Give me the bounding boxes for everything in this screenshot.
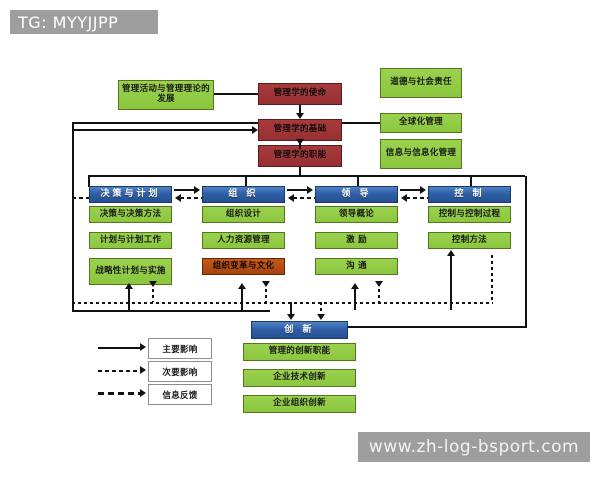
link-col3-col4-primary <box>400 189 422 191</box>
riser-col1-solid <box>128 288 130 310</box>
riser-col4-solid <box>450 255 452 310</box>
bus-branch-3 <box>357 175 359 187</box>
legend: 主要影响 次要影响 信息反馈 <box>96 338 212 406</box>
node-org-innovation[interactable]: 企业组织创新 <box>243 395 356 413</box>
link-col2-col1-feedback <box>180 197 202 199</box>
link-foundation-functions <box>299 141 301 149</box>
link-mission-foundation <box>299 105 301 115</box>
column-header-controlling[interactable]: 控 制 <box>428 186 511 203</box>
arrowhead-riser-col2 <box>238 283 246 289</box>
legend-label-feedback: 信息反馈 <box>148 384 212 405</box>
legend-label-secondary: 次要影响 <box>148 361 212 382</box>
link-col2-col3-primary <box>287 189 309 191</box>
node-context-ethics[interactable]: 道德与社会责任 <box>380 68 462 98</box>
arrowhead-col2-col3 <box>307 186 313 194</box>
watermark-top: TG: MYYJJPP <box>10 10 158 34</box>
node-leadership-intro[interactable]: 领导概论 <box>315 206 398 223</box>
legend-line-bold-dashed <box>98 392 140 395</box>
arrowhead-riser-col1 <box>125 283 133 289</box>
link-frame-foundation <box>72 129 256 131</box>
arrowhead-mission-foundation <box>296 113 304 119</box>
dropper-col3-secondary <box>378 283 380 302</box>
link-foundation-global <box>342 122 380 124</box>
legend-line-solid <box>98 347 140 349</box>
link-col1-col2-primary <box>174 189 196 191</box>
legend-arrowhead-bold <box>140 389 146 397</box>
node-org-change-culture[interactable]: 组织变革与文化 <box>202 258 285 275</box>
node-foundation[interactable]: 管理学的基础 <box>258 119 342 141</box>
arrowhead-frame-foundation <box>252 126 258 134</box>
riser-col2-solid <box>241 288 243 310</box>
node-planning-work[interactable]: 计划与计划工作 <box>89 232 172 249</box>
node-hr-management[interactable]: 人力资源管理 <box>202 232 285 249</box>
column-header-leading[interactable]: 领 导 <box>315 186 398 203</box>
column-header-organizing[interactable]: 组 织 <box>202 186 285 203</box>
bus-branch-2 <box>245 175 247 187</box>
node-strategic-planning[interactable]: 战略性计划与实施 <box>89 258 172 285</box>
watermark-bottom-url: www.zh-log-bsport.com <box>358 432 590 462</box>
link-bus-innovation-secondary <box>320 302 322 318</box>
frame-top-left-line <box>72 122 264 124</box>
arrowhead-riser-col4 <box>447 250 455 256</box>
node-motivation[interactable]: 激 励 <box>315 232 398 249</box>
node-control-process[interactable]: 控制与控制过程 <box>428 206 511 223</box>
feedback-bus-horizontal <box>72 302 493 304</box>
arrowhead-col3-col4 <box>420 186 426 194</box>
node-tech-innovation[interactable]: 企业技术创新 <box>243 369 356 387</box>
arrowhead-col3-col2 <box>288 194 294 202</box>
node-control-methods[interactable]: 控制方法 <box>428 232 511 249</box>
column-header-decision[interactable]: 决策与计划 <box>89 186 172 203</box>
bus-branch-1 <box>88 175 90 187</box>
dropper-col2-secondary <box>265 283 267 302</box>
legend-arrowhead-fine <box>140 366 146 374</box>
arrowhead-riser-col3 <box>351 283 359 289</box>
arrowhead-col4-col3 <box>401 194 407 202</box>
arrowhead-foundation-functions <box>296 139 304 145</box>
legend-row-secondary: 次要影响 <box>96 361 212 383</box>
arrowhead-bus-innovation-secondary <box>317 314 325 320</box>
link-col3-col2-feedback <box>293 197 315 199</box>
riser-col3-solid <box>354 288 356 310</box>
legend-row-primary: 主要影响 <box>96 338 212 360</box>
dropper-col4-secondary <box>491 255 493 302</box>
arrowhead-dropper-col3 <box>375 281 383 287</box>
bus-drop-functions <box>299 167 301 176</box>
bus-branch-4 <box>470 175 472 187</box>
link-col4-col3-feedback <box>406 197 428 199</box>
frame-bottom-left-line <box>72 310 270 312</box>
arrowhead-bus-innovation <box>287 314 295 320</box>
node-innovation-function[interactable]: 管理的创新职能 <box>243 343 356 361</box>
frame-left-line <box>72 122 74 312</box>
frame-bottom-right-line <box>348 326 527 328</box>
node-context-information[interactable]: 信息与信息化管理 <box>380 139 462 169</box>
node-decision-methods[interactable]: 决策与决策方法 <box>89 206 172 223</box>
dropper-col1-secondary <box>152 283 154 302</box>
legend-row-feedback: 信息反馈 <box>96 384 212 406</box>
innovation-header[interactable]: 创 新 <box>251 321 348 339</box>
node-mission[interactable]: 管理学的使命 <box>258 83 342 105</box>
node-communication[interactable]: 沟 通 <box>315 258 398 275</box>
link-development-mission <box>214 93 258 95</box>
link-bus-innovation-primary <box>290 302 292 318</box>
frame-right-line <box>525 176 527 328</box>
arrowhead-col2-col1 <box>175 194 181 202</box>
arrowhead-dropper-col1 <box>149 281 157 287</box>
arrowhead-col1-col2 <box>194 186 200 194</box>
legend-label-primary: 主要影响 <box>148 338 212 359</box>
arrowhead-dropper-col2 <box>262 281 270 287</box>
bus-horizontal <box>88 175 525 177</box>
node-development[interactable]: 管理活动与管理理论的发展 <box>118 80 214 110</box>
link-frame-col1-feedback <box>72 197 89 199</box>
node-context-global[interactable]: 全球化管理 <box>380 113 462 133</box>
legend-line-fine-dashed <box>98 370 140 372</box>
legend-arrowhead-solid <box>140 343 146 351</box>
node-org-design[interactable]: 组织设计 <box>202 206 285 223</box>
